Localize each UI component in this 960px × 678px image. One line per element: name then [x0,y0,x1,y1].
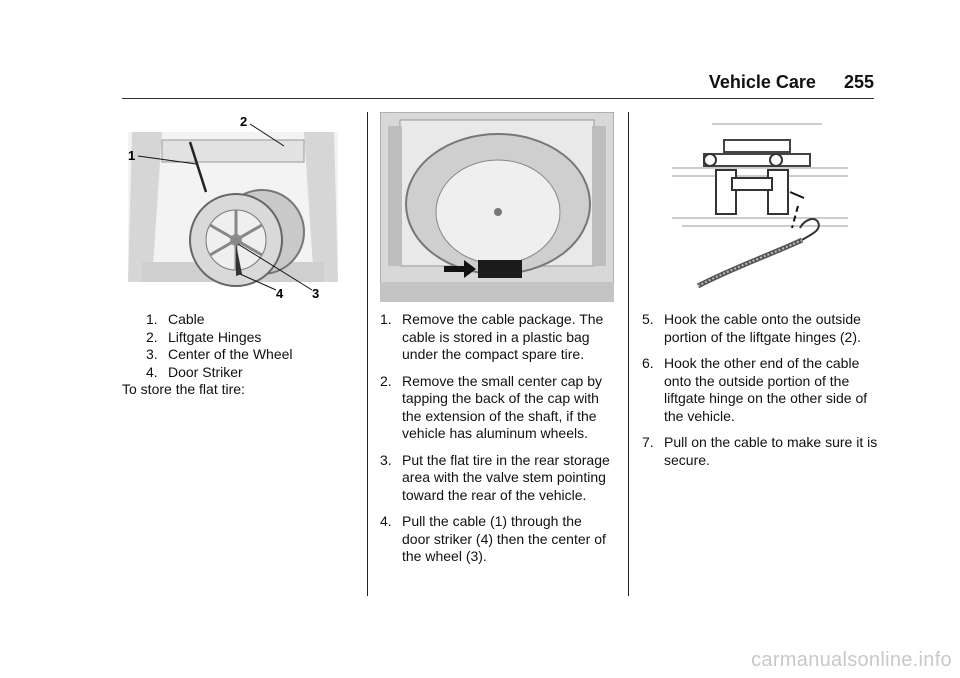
list-item: 4.Pull the cable (1) through the door st… [380,513,606,564]
figure-legend: 1.Cable 2.Liftgate Hinges 3.Center of th… [146,311,293,381]
list-item: 2.Remove the small center cap by tapping… [380,372,602,442]
cargo-tire-illustration: 2 1 3 4 [122,112,344,302]
header-rule [122,98,874,99]
list-item: 7.Pull on the cable to make sure it is s… [642,434,878,468]
list-item: 3.Put the flat tire in the rear storage … [380,451,610,503]
steps-list-middle: 1.Remove the cable package. The cable is… [380,311,610,575]
legend-item: 2.Liftgate Hinges [146,328,262,345]
spare-tire-well-illustration [380,112,614,302]
liftgate-hinge-illustration [672,118,848,294]
list-item: 5.Hook the cable onto the outside portio… [642,311,861,345]
intro-text: To store the flat tire: [122,381,245,397]
callout-3: 3 [312,286,319,301]
list-item: 1.Remove the cable package. The cable is… [380,311,604,362]
legend-item: 3.Center of the Wheel [146,346,293,362]
list-item: 6.Hook the other end of the cable onto t… [642,355,868,424]
steps-list-right: 5.Hook the cable onto the outside portio… [642,311,878,478]
callout-1: 1 [128,148,135,163]
legend-item: 1.Cable [146,311,205,327]
page-number: 255 [843,72,874,92]
legend-item: 4.Door Striker [146,363,243,380]
page-header: Vehicle Care 255 [709,72,874,93]
callout-2: 2 [240,114,247,129]
callout-4: 4 [276,286,284,301]
section-title: Vehicle Care [708,72,816,92]
column-divider-right [628,112,629,596]
column-divider-left [367,112,368,596]
watermark: carmanualsonline.info [751,649,952,671]
